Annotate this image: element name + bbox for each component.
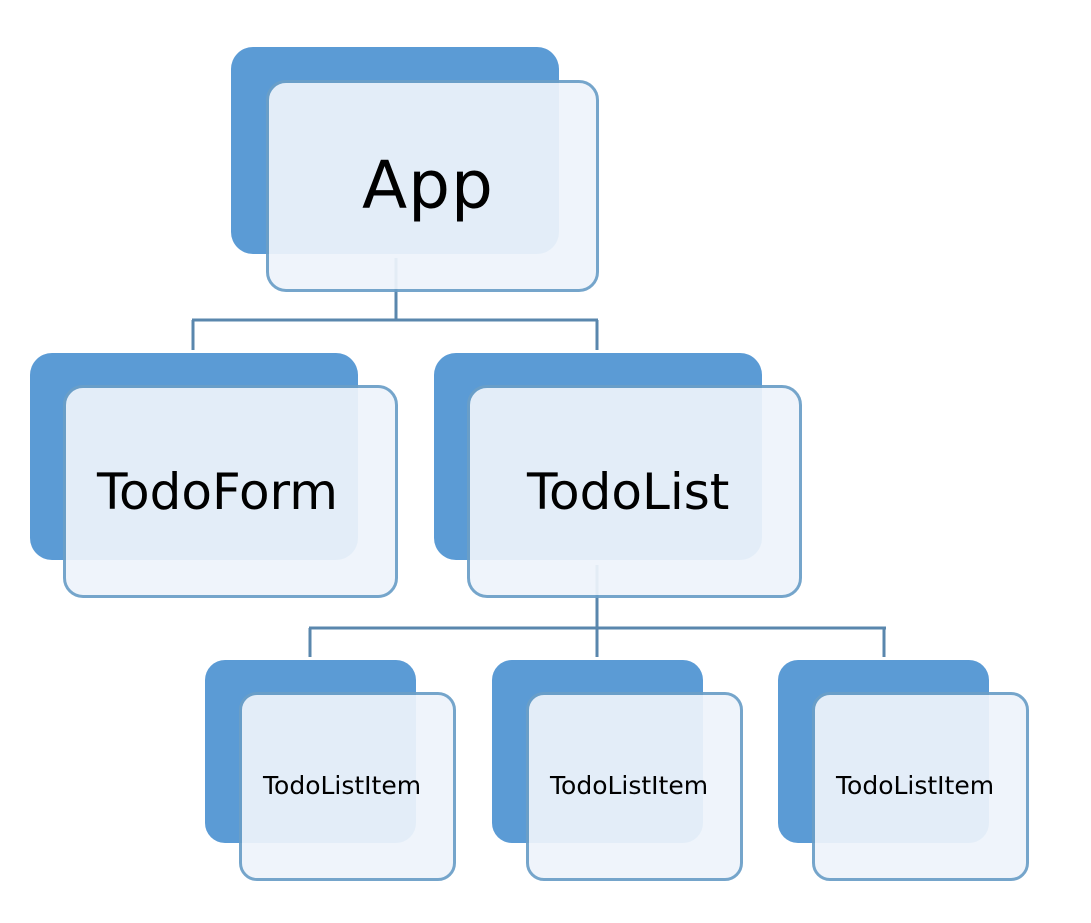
node-todolistitem-1: TodoListItem	[205, 660, 456, 881]
node-todoform-label: TodoForm	[97, 463, 338, 521]
node-todoform-card	[63, 385, 398, 598]
node-app: App	[231, 47, 599, 292]
node-todoform: TodoForm	[30, 353, 398, 598]
node-todolistitem-2-label: TodoListItem	[550, 771, 709, 800]
node-todolistitem-3-card	[812, 692, 1029, 881]
node-todolist: TodoList	[434, 353, 802, 598]
node-todolistitem-3-label: TodoListItem	[836, 771, 995, 800]
node-todolistitem-1-card	[239, 692, 456, 881]
node-todolist-label: TodoList	[527, 463, 730, 521]
node-todolistitem-2-card	[526, 692, 743, 881]
node-todolistitem-2: TodoListItem	[492, 660, 743, 881]
node-todolistitem-1-label: TodoListItem	[263, 771, 422, 800]
node-app-label: App	[362, 147, 494, 224]
node-app-card	[266, 80, 599, 292]
node-todolist-card	[467, 385, 802, 598]
node-todolistitem-3: TodoListItem	[778, 660, 1029, 881]
